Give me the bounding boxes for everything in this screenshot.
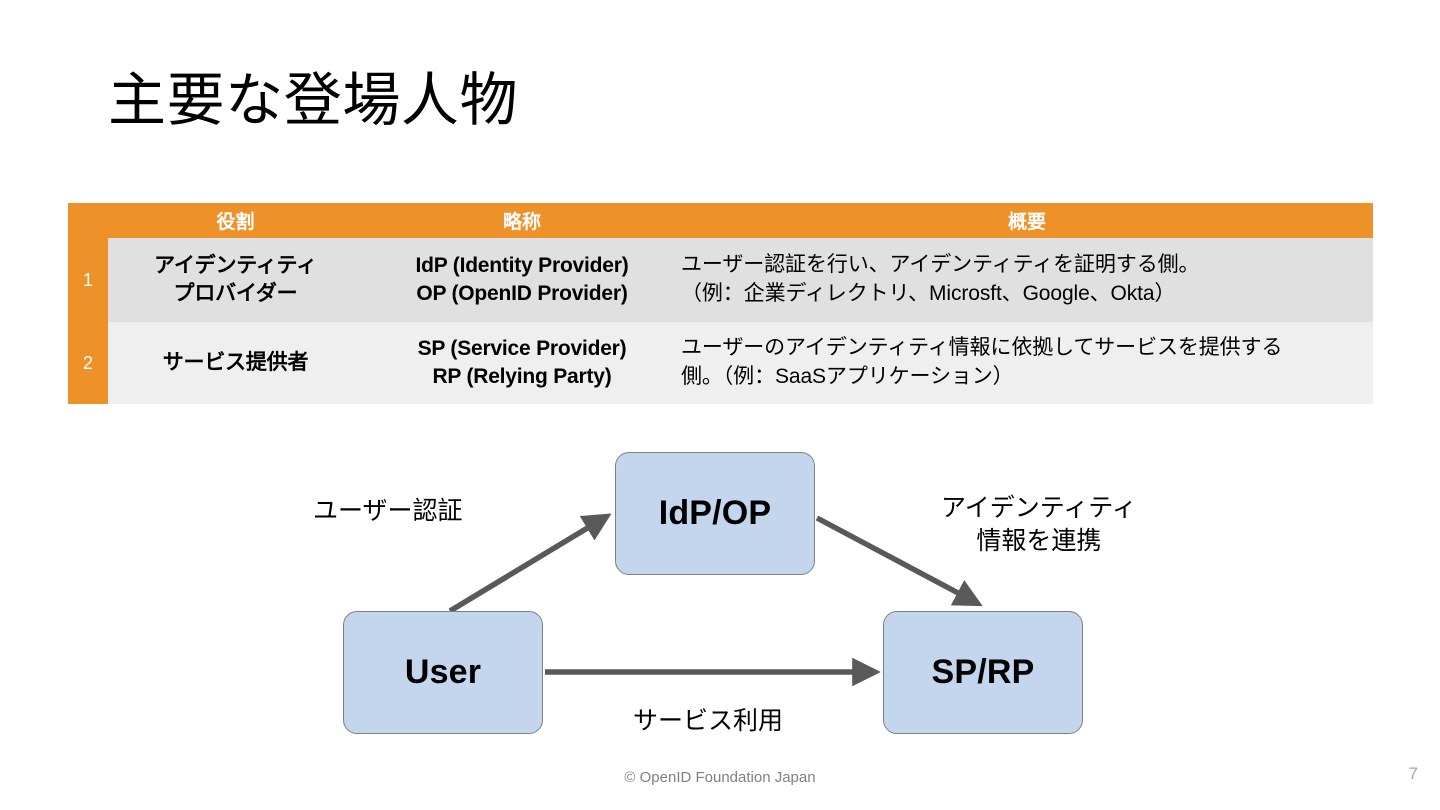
row-desc-2-line1: ユーザーのアイデンティティ情報に依拠してサービスを提供する	[681, 336, 1283, 360]
table-row: 1 アイデンティティ プロバイダー IdP (Identity Provider…	[68, 238, 1373, 322]
table-header-row: 役割 略称 概要	[68, 203, 1373, 238]
table-header-desc: 概要	[681, 203, 1373, 238]
identity-flow-diagram: IdP/OP User SP/RP ユーザー認証 サービス利用 アイデンティティ…	[0, 430, 1440, 760]
table-header-role: 役割	[108, 203, 363, 238]
row-abbr-1-line1: IdP (Identity Provider)	[415, 254, 629, 278]
row-role-1-line1: アイデンティティ	[154, 254, 317, 278]
node-idp-op[interactable]: IdP/OP	[615, 452, 815, 575]
page-number: 7	[1408, 764, 1418, 783]
row-role-2-line1: サービス提供者	[162, 351, 309, 375]
row-desc-2-line2: 側。（例：SaaSアプリケーション）	[681, 365, 1014, 388]
row-abbr-1: IdP (Identity Provider) OP (OpenID Provi…	[363, 238, 681, 322]
edge-label-identity-line1: アイデンティティ	[941, 494, 1137, 522]
arrow-idp-to-sp	[815, 515, 983, 607]
edge-label-service-usage: サービス利用	[633, 707, 784, 735]
table-row: 2 サービス提供者 SP (Service Provider) RP (Rely…	[68, 322, 1373, 404]
arrow-user-to-idp	[448, 513, 612, 614]
row-abbr-1-line2: OP (OpenID Provider)	[416, 282, 628, 305]
footer-copyright: © OpenID Foundation Japan	[624, 769, 816, 786]
row-desc-1-line1: ユーザー認証を行い、アイデンティティを証明する側。	[681, 253, 1200, 277]
node-sp-rp[interactable]: SP/RP	[883, 611, 1083, 734]
row-index-1: 1	[68, 238, 108, 322]
node-user[interactable]: User	[343, 611, 543, 734]
row-desc-2: ユーザーのアイデンティティ情報に依拠してサービスを提供する 側。（例：SaaSア…	[681, 322, 1373, 404]
row-index-2: 2	[68, 322, 108, 404]
row-role-2: サービス提供者	[108, 322, 363, 404]
table-header-index	[68, 203, 108, 238]
row-abbr-2-line2: RP (Relying Party)	[432, 365, 612, 388]
row-desc-1-line2: （例：企業ディレクトリ、Microsft、Google、Okta）	[681, 282, 1176, 305]
diagram-arrows	[448, 513, 983, 687]
row-role-1-line2: プロバイダー	[173, 282, 298, 305]
row-abbr-2: SP (Service Provider) RP (Relying Party)	[363, 322, 681, 404]
edge-label-user-authentication: ユーザー認証	[313, 497, 463, 525]
row-role-1: アイデンティティ プロバイダー	[108, 238, 363, 322]
table-header-abbr: 略称	[363, 203, 681, 238]
roles-table: 役割 略称 概要 1 アイデンティティ プロバイダー IdP (Identity…	[68, 203, 1373, 404]
row-abbr-2-line1: SP (Service Provider)	[417, 337, 627, 361]
edge-label-identity-federation: アイデンティティ 情報を連携	[941, 492, 1137, 557]
edge-label-identity-line2: 情報を連携	[976, 526, 1102, 555]
page-title: 主要な登場人物	[108, 68, 519, 133]
row-desc-1: ユーザー認証を行い、アイデンティティを証明する側。 （例：企業ディレクトリ、Mi…	[681, 238, 1373, 322]
